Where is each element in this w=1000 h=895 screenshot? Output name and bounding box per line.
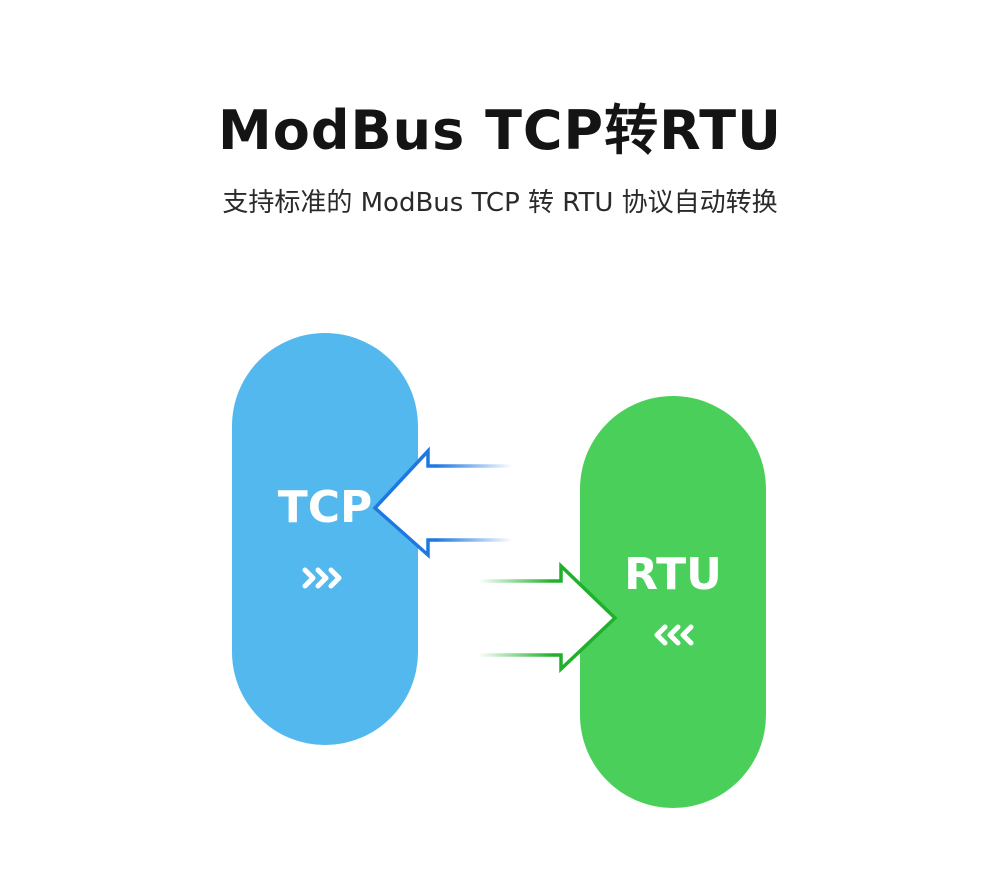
tcp-node-label: TCP (277, 482, 373, 533)
chevrons-right-icon (232, 563, 418, 597)
arrow-right-icon (478, 561, 618, 674)
rtu-node: RTU (580, 396, 766, 808)
rtu-node-label: RTU (624, 549, 722, 600)
page-subtitle: 支持标准的 ModBus TCP 转 RTU 协议自动转换 (222, 188, 778, 218)
arrow-left-icon (372, 446, 512, 559)
chevrons-left-icon (580, 620, 766, 654)
tcp-node: TCP (232, 333, 418, 745)
page-title: ModBus TCP转RTU (218, 99, 782, 162)
